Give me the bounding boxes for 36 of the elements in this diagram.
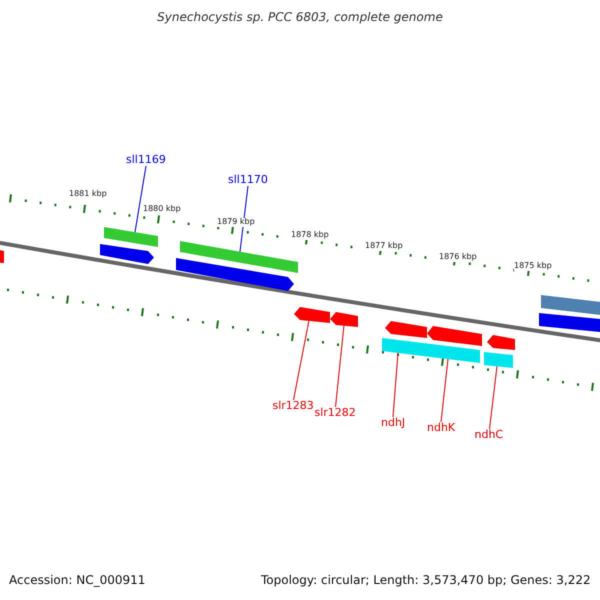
gene-label: sll1169 <box>126 154 166 166</box>
leader-line <box>440 358 448 422</box>
leader-line <box>335 324 344 408</box>
scale-label: 1875 kbp <box>514 262 552 271</box>
leader-line <box>489 366 498 430</box>
gene-bar <box>539 313 600 333</box>
gene-bar <box>541 295 600 316</box>
scale-label: 1877 kbp <box>365 242 403 251</box>
gene-label: slr1282 <box>314 407 356 420</box>
gene-label: ndhJ <box>381 417 406 430</box>
gene-block <box>294 307 330 323</box>
footer-text: Accession: NC_000911 <box>9 574 146 588</box>
gene-block <box>487 335 515 350</box>
gene-label: ndhK <box>427 422 456 434</box>
gene-label: ndhC <box>474 429 504 442</box>
gene-block <box>427 326 482 346</box>
gene-bar <box>484 352 513 368</box>
title: Synechocystis sp. PCC 6803, complete genome <box>156 11 444 24</box>
scale-label: 1876 kbp <box>439 253 477 262</box>
gene-bar <box>382 338 480 363</box>
scale-label: 1879 kbp <box>217 218 255 227</box>
gene-bar <box>104 227 158 247</box>
gene-block <box>100 244 154 264</box>
gene-bar <box>180 241 298 273</box>
gene-label: slr1283 <box>272 400 314 412</box>
gene-label: sll1170 <box>228 174 268 186</box>
footer-text: Topology: circular; Length: 3,573,470 bp; Genes: 3,222 <box>261 574 591 588</box>
leader-line <box>293 320 310 400</box>
scale-label: 1881 kbp <box>69 190 107 199</box>
leader-line <box>134 166 146 233</box>
gene-block <box>176 258 294 291</box>
scale-label: 1880 kbp <box>143 205 181 214</box>
leader-line <box>392 352 398 418</box>
gene-block <box>330 312 358 327</box>
scale-label: 1878 kbp <box>291 231 329 240</box>
gene-block <box>0 248 4 263</box>
